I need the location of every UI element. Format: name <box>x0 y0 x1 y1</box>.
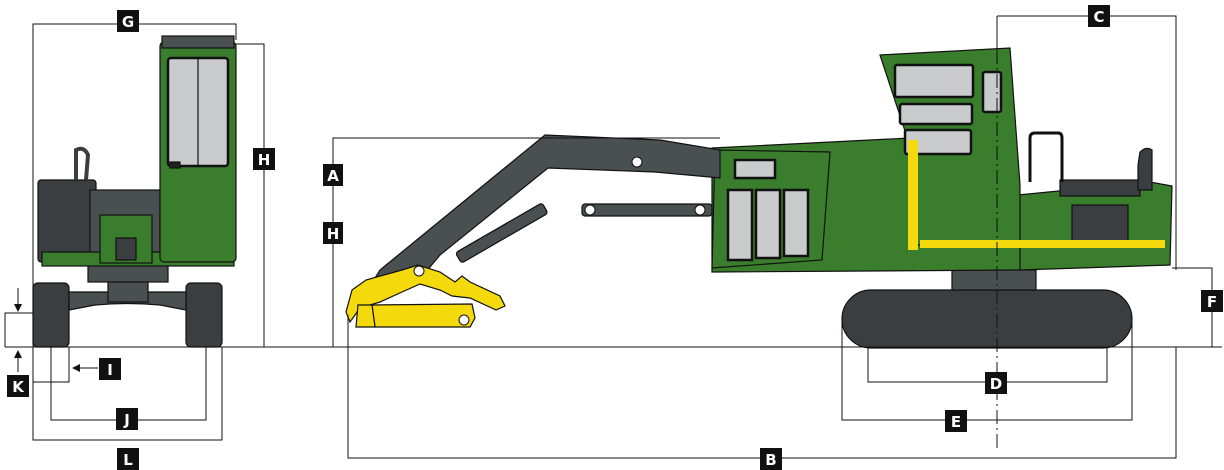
side-view-machine <box>345 47 1173 349</box>
svg-text:L: L <box>123 451 133 469</box>
dimension-label-L: L <box>117 448 139 470</box>
dimension-label-D: D <box>985 372 1007 394</box>
dimension-label-G: G <box>117 10 139 32</box>
dimension-label-H-side: H <box>323 222 343 244</box>
svg-text:A: A <box>327 167 339 185</box>
svg-text:G: G <box>122 13 134 31</box>
dimension-label-K: K <box>7 375 29 397</box>
dimension-label-J: J <box>116 408 138 430</box>
svg-text:F: F <box>1207 293 1217 311</box>
svg-text:E: E <box>951 413 961 431</box>
svg-text:I: I <box>107 361 113 379</box>
dimension-label-C: C <box>1088 5 1110 27</box>
dimension-label-B: B <box>760 448 782 470</box>
dimension-label-H-front: H <box>253 148 275 170</box>
dimension-label-E: E <box>945 410 967 432</box>
svg-text:B: B <box>765 451 776 469</box>
svg-text:H: H <box>258 151 271 169</box>
svg-text:C: C <box>1093 8 1104 26</box>
svg-text:J: J <box>123 411 130 429</box>
svg-text:H: H <box>327 225 340 243</box>
svg-text:K: K <box>12 378 25 396</box>
dimension-label-F: F <box>1201 290 1223 312</box>
svg-text:D: D <box>990 375 1002 393</box>
dimension-label-I: I <box>99 358 121 380</box>
front-view-machine <box>32 35 237 348</box>
dimension-label-A: A <box>323 164 343 186</box>
